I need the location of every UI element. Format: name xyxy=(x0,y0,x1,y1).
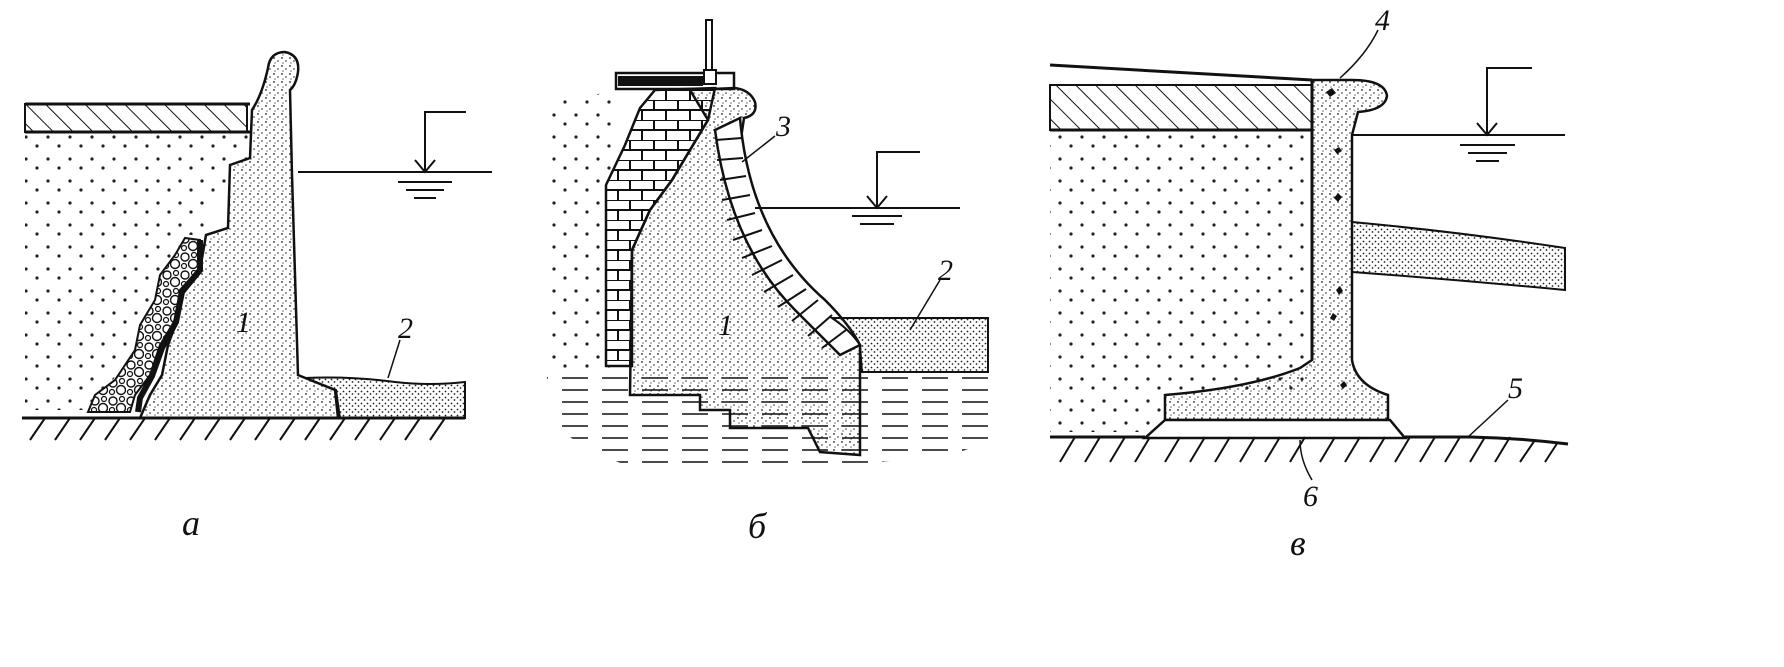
panel-b-backfill xyxy=(545,92,615,370)
panel-b-caption: б xyxy=(748,506,768,546)
panel-a-backfill xyxy=(25,135,248,410)
panel-b-label-facing: 3 xyxy=(775,110,791,143)
panel-v-water-level-marker xyxy=(1476,67,1532,137)
panel-a-front-fill xyxy=(304,376,466,419)
panel-a: 1 2 а xyxy=(22,50,492,543)
panel-v-caption: в xyxy=(1290,523,1306,563)
panel-v: 4 5 6 в xyxy=(1049,4,1569,563)
panel-b-water-level-marker xyxy=(866,151,920,210)
panel-v-surface-layer xyxy=(1049,84,1313,131)
panel-v-label-base: 6 xyxy=(1303,480,1318,513)
panel-v-front-fill xyxy=(1351,220,1566,292)
panel-a-ground-hatch xyxy=(29,417,446,441)
panel-a-label-fill: 2 xyxy=(398,312,413,345)
panel-a-water-level-marker xyxy=(414,111,466,174)
panel-a-gravity-wall xyxy=(138,50,340,420)
panel-v-backfill xyxy=(1050,135,1312,432)
panel-a-caption: а xyxy=(182,503,200,543)
panel-v-label-ground: 5 xyxy=(1508,372,1523,405)
panel-v-ground-hatch xyxy=(1059,436,1559,463)
panel-b-label-wall: 1 xyxy=(718,309,733,342)
panel-b-label-fill: 2 xyxy=(938,254,953,287)
panel-a-surface-layer xyxy=(24,103,248,133)
panel-a-label-wall: 1 xyxy=(236,306,251,339)
panel-v-cantilever-wall xyxy=(1163,78,1390,422)
panel-v-label-coping: 4 xyxy=(1375,4,1390,37)
panel-v-base-pad xyxy=(1141,418,1408,440)
panel-b: 3 1 2 б xyxy=(545,19,990,546)
panel-b-front-fill xyxy=(828,317,989,373)
